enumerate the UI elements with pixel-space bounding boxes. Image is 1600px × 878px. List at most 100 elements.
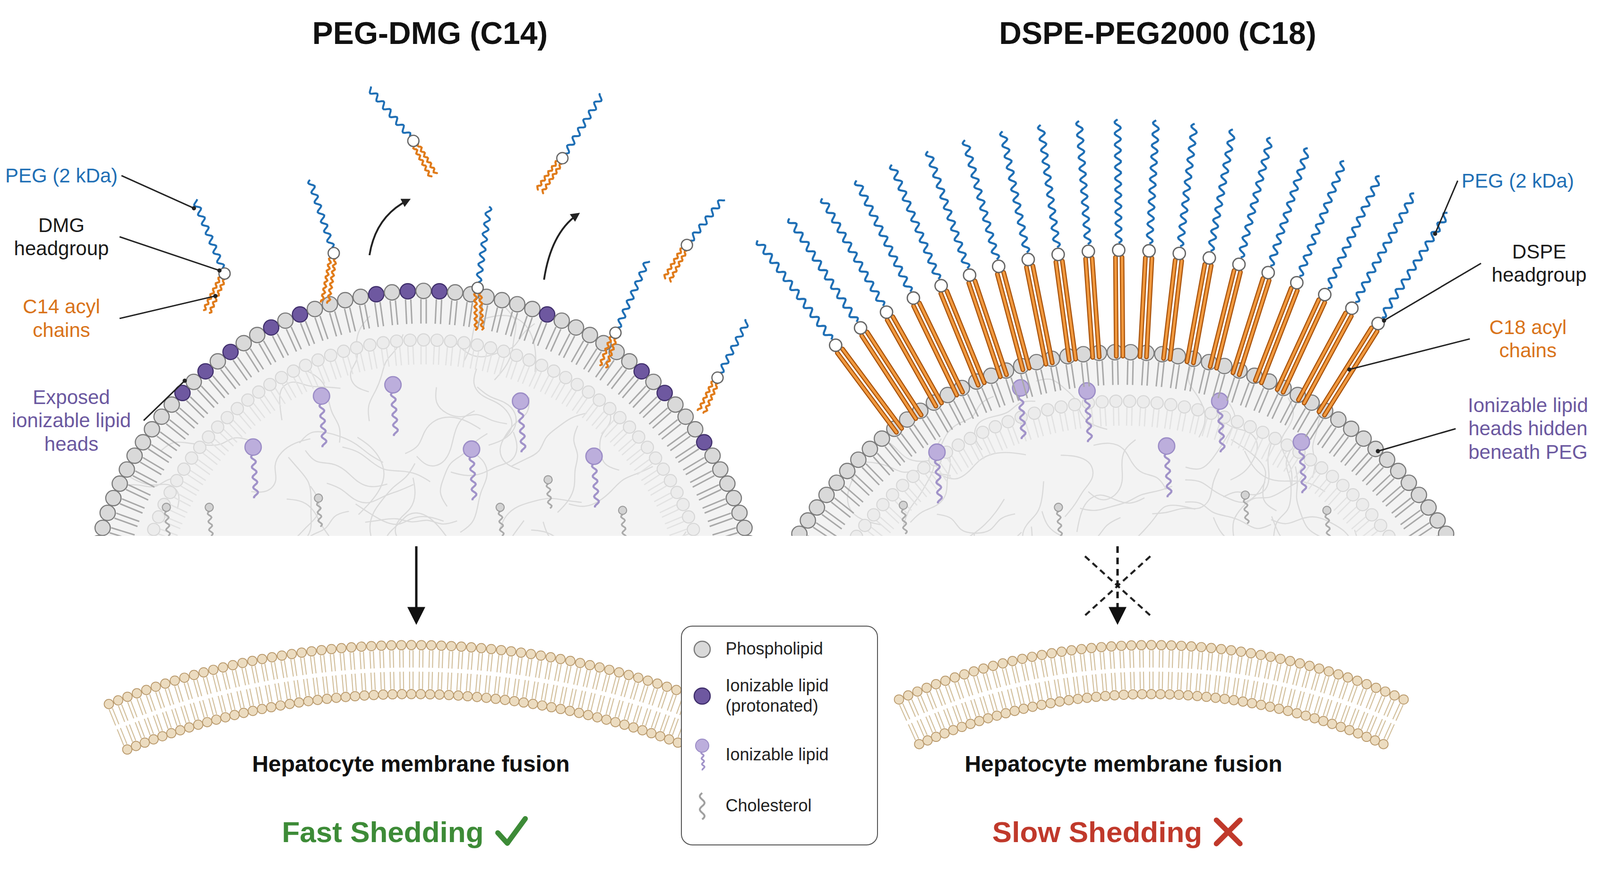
phospholipid-tail (922, 419, 936, 440)
phospholipid-tail (1362, 463, 1380, 482)
leader-dot (191, 206, 197, 211)
shedding-arrow (543, 214, 578, 280)
cholesterol-head (162, 503, 171, 512)
membrane-lipid-tail (120, 728, 128, 745)
membrane-lipid-head (1370, 735, 1380, 746)
ghost-lipid-tail (1078, 410, 1082, 429)
lnp-panel: DSPE-PEG2000 (C18) (864, 11, 1451, 539)
phospholipid-tail (212, 375, 229, 395)
phospholipid-tail (816, 522, 837, 536)
membrane-lipid-tail (624, 680, 629, 697)
mrna-strand (1213, 517, 1291, 536)
phospholipid-head (494, 292, 510, 308)
membrane-lipid-tail (1378, 720, 1386, 737)
phospholipid-head (1429, 512, 1446, 528)
membrane-lipid-head (1216, 644, 1226, 654)
ghost-lipid-tail (195, 463, 210, 475)
membrane-lipid-head (1136, 640, 1146, 650)
ghost-lipid-head (1055, 400, 1068, 413)
legend-text: Ionizable lipid (725, 744, 872, 765)
phospholipid-head (154, 409, 170, 425)
c18-acyl-chain-outline (1324, 331, 1377, 416)
cross-mark (1216, 819, 1240, 844)
ghost-lipid-head (876, 498, 889, 511)
phospholipid-tail (1170, 363, 1175, 388)
phospholipid-head (678, 409, 694, 425)
dspe-headgroup (1232, 258, 1246, 271)
phospholipid-head (874, 430, 890, 447)
callout-label: PEG (2 kDa) (1461, 169, 1575, 193)
phospholipid-tail (658, 419, 678, 435)
membrane-lipid-head (266, 702, 276, 713)
membrane-lipid-tail (369, 651, 371, 669)
ghost-lipid-head (649, 451, 662, 465)
phospholipid-tail (1258, 390, 1269, 413)
membrane-lipid-head (303, 696, 314, 706)
dmg-headgroup (681, 239, 693, 251)
membrane-lipid-tail (335, 675, 338, 693)
membrane-lipid-head (1037, 650, 1047, 660)
ionizable-lipid-head (431, 283, 448, 299)
phospholipid-head (249, 327, 265, 343)
phospholipid-tail (497, 308, 503, 333)
ghost-lipid-tail (1354, 520, 1369, 533)
membrane-lipid-head (247, 656, 258, 666)
phospholipid-tail (344, 308, 351, 333)
phospholipid-tail (160, 431, 181, 447)
phospholipid-tail (201, 386, 218, 405)
membrane-lipid-tail (409, 650, 411, 668)
membrane-lipid-head (1342, 672, 1353, 683)
membrane-lipid-head (974, 716, 984, 726)
phospholipid-tail (1391, 498, 1411, 514)
mrna-strand (1080, 486, 1173, 511)
membrane-lipid-tail (268, 684, 273, 702)
phospholipid-tail (1385, 490, 1405, 507)
membrane-lipid-head (940, 676, 951, 686)
membrane-lipid-head (1295, 658, 1305, 669)
phospholipid-tail (359, 305, 365, 330)
mrna-strand (1028, 526, 1041, 536)
membrane-lipid-tail (412, 650, 414, 668)
membrane-lipid-tail (456, 672, 458, 691)
mrna-strand (992, 532, 1022, 536)
membrane-lipid-tail (487, 653, 490, 672)
ghost-lipid-tail (1046, 416, 1051, 435)
ionizable-lipid-head (1158, 438, 1176, 455)
membrane-lipid-tail (1290, 689, 1296, 707)
ionizable-lipid-symbol-tail (700, 751, 705, 771)
membrane-lipid-head (1146, 640, 1157, 650)
membrane-lipid-tail (1190, 672, 1192, 691)
membrane-lipid-tail (498, 676, 500, 694)
ghost-lipid-tail (621, 442, 636, 456)
phospholipid-head (687, 421, 703, 437)
ghost-lipid-head (623, 421, 636, 434)
ghost-lipid-head (964, 432, 977, 445)
c18-acyl-chain (968, 283, 1001, 378)
membrane-lipid-tail (672, 718, 679, 736)
ghost-lipid-tail (1342, 507, 1357, 520)
phospholipid-tail (834, 498, 854, 514)
leader-dot (1376, 448, 1381, 454)
membrane-lipid-tail (332, 675, 335, 694)
ghost-lipid-tail (1324, 488, 1337, 502)
ghost-lipid-head (241, 394, 255, 407)
membrane-lipid-tail (1269, 684, 1274, 702)
leader-lines (119, 175, 1481, 454)
dspe-headgroup (1173, 247, 1186, 260)
membrane-lipid-head (198, 667, 209, 678)
membrane-lipid-tail (1149, 650, 1151, 668)
ghost-lipid-head (1231, 415, 1244, 428)
phospholipid-tail (1112, 360, 1113, 386)
ghost-lipid-tail (601, 420, 614, 434)
membrane-lipid-tail (532, 681, 535, 699)
membrane-lipid-tail (1241, 679, 1245, 697)
membrane-lipid-tail (1342, 682, 1349, 700)
membrane-lipid-head (286, 649, 297, 659)
dspe-headgroup (1082, 245, 1095, 258)
phospholipid-head (1390, 463, 1406, 479)
phospholipid-tail (1403, 514, 1424, 530)
ghost-lipid-head (193, 441, 207, 454)
leader-line (119, 236, 220, 271)
membrane-lipid-head (406, 640, 417, 650)
membrane-lipid-tail (1070, 655, 1073, 673)
